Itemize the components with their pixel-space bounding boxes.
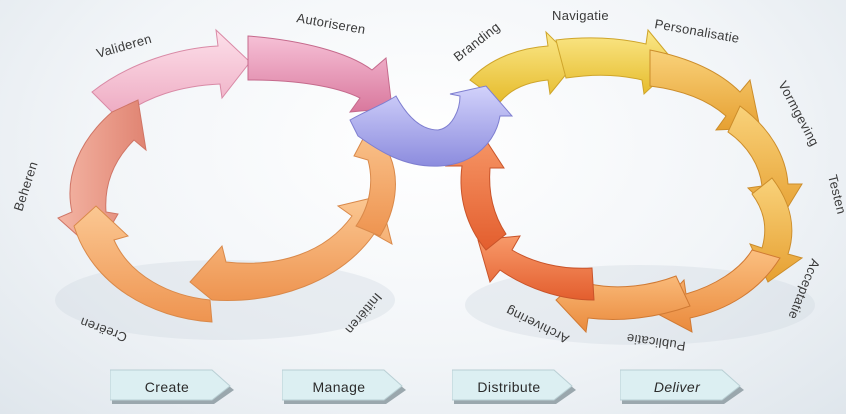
phase-arrow-shape — [110, 369, 234, 404]
label-beheren: Beheren — [11, 160, 41, 213]
phase-label: Deliver — [653, 379, 701, 395]
phase-arrow-shape — [282, 369, 406, 404]
phase-label: Distribute — [477, 379, 541, 395]
label-branding: Branding — [451, 19, 503, 64]
label-vormgeving: Vormgeving — [775, 78, 822, 148]
label-navigatie: Navigatie — [552, 8, 609, 23]
label-testen: Testen — [825, 173, 846, 216]
center-connector-arrow — [349, 85, 514, 167]
label-personalisatie: Personalisatie — [653, 16, 740, 46]
phase-arrow-shape — [452, 369, 576, 404]
phase-label: Manage — [312, 379, 366, 395]
phase-arrow-shape — [620, 369, 744, 404]
phase-label: Create — [144, 379, 190, 395]
phase-deliver: Deliver — [620, 368, 748, 406]
phase-manage: Manage — [282, 368, 410, 406]
arrow-segment-initieren — [189, 195, 393, 301]
label-autoriseren: Autoriseren — [295, 10, 366, 37]
arrow-segment-creeren — [73, 205, 213, 323]
arrow-segment-autoriseren — [247, 35, 393, 113]
arrow-segment-beheren — [57, 99, 147, 253]
phase-create: Create — [110, 368, 238, 406]
right-cycle — [444, 28, 804, 334]
label-valideren: Valideren — [95, 31, 154, 61]
phase-distribute: Distribute — [452, 368, 580, 406]
